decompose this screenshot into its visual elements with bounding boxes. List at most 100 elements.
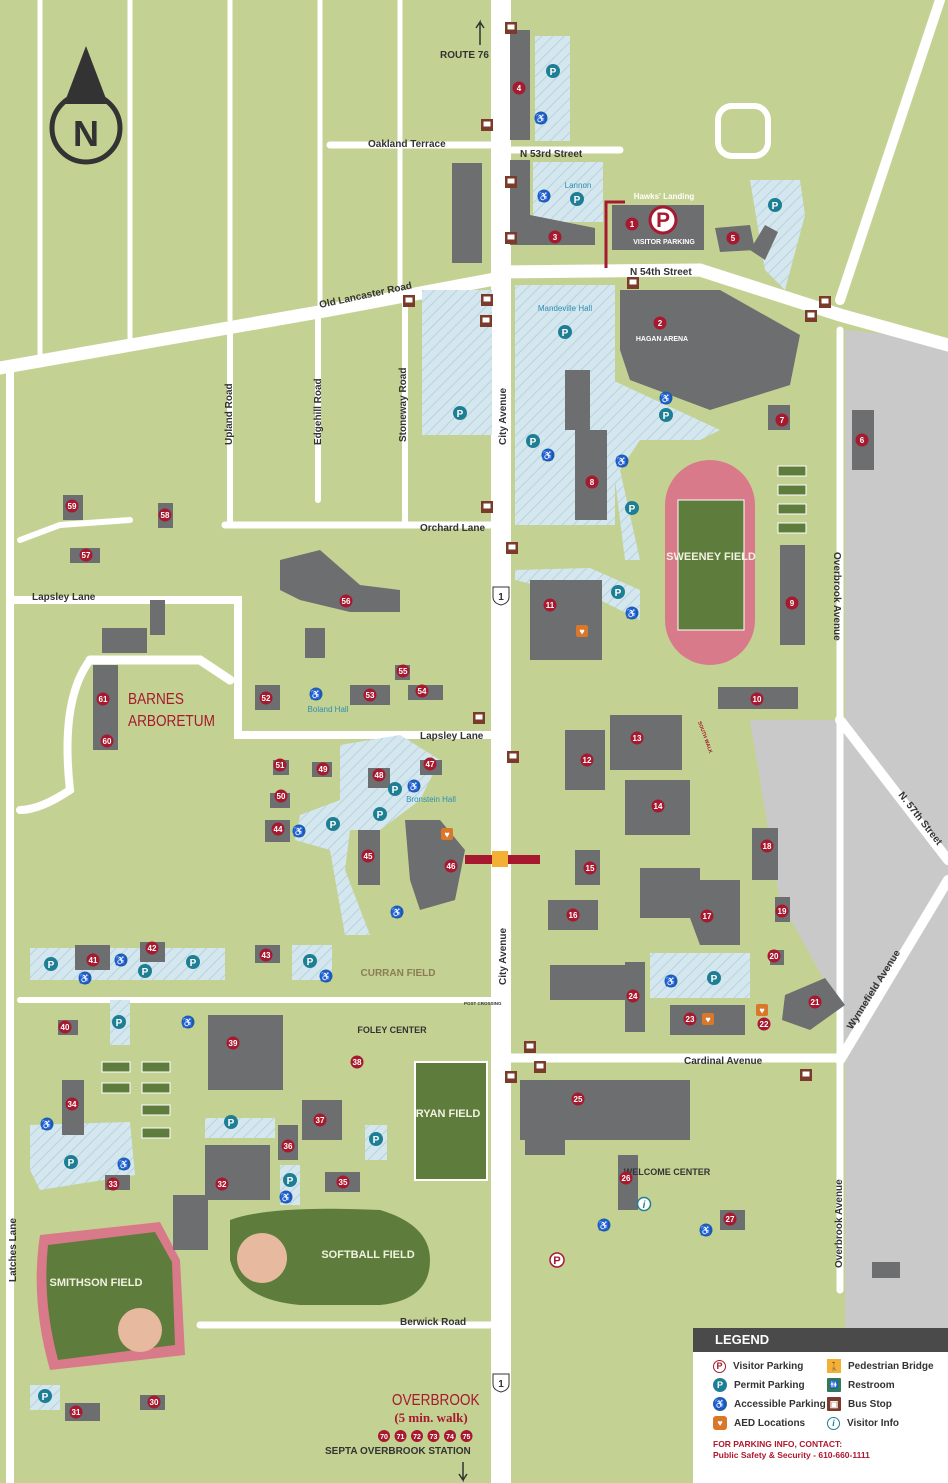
permit-parking-icon[interactable]: P — [570, 192, 584, 206]
accessible-parking-icon[interactable]: ♿ — [541, 448, 555, 462]
building-marker-17[interactable]: 17 — [700, 909, 714, 923]
permit-parking-icon[interactable]: P — [373, 807, 387, 821]
building-marker-11[interactable]: 11 — [543, 598, 557, 612]
building-marker-5[interactable]: 5 — [726, 231, 740, 245]
bus-stop-icon[interactable] — [505, 22, 517, 34]
building-marker-9[interactable]: 9 — [785, 596, 799, 610]
bus-stop-icon[interactable] — [505, 176, 517, 188]
building-marker-1[interactable]: 1 — [625, 217, 639, 231]
accessible-parking-icon[interactable]: ♿ — [181, 1015, 195, 1029]
permit-parking-icon[interactable]: P — [38, 1389, 52, 1403]
building-marker-50[interactable]: 50 — [274, 789, 288, 803]
accessible-parking-icon[interactable]: ♿ — [534, 111, 548, 125]
aed-icon[interactable]: ♥ — [756, 1004, 768, 1016]
building-marker-51[interactable]: 51 — [273, 758, 287, 772]
building-marker-10[interactable]: 10 — [750, 692, 764, 706]
building-marker-3[interactable]: 3 — [548, 230, 562, 244]
building-marker-40[interactable]: 40 — [58, 1020, 72, 1034]
overbrook-marker-72[interactable]: 72 — [411, 1430, 423, 1442]
permit-parking-icon[interactable]: P — [659, 408, 673, 422]
bus-stop-icon[interactable] — [819, 296, 831, 308]
accessible-parking-icon[interactable]: ♿ — [659, 391, 673, 405]
building-marker-36[interactable]: 36 — [281, 1139, 295, 1153]
building-marker-2[interactable]: 2 — [653, 316, 667, 330]
accessible-parking-icon[interactable]: ♿ — [407, 779, 421, 793]
permit-parking-icon[interactable]: P — [303, 954, 317, 968]
bus-stop-icon[interactable] — [481, 294, 493, 306]
building-marker-18[interactable]: 18 — [760, 839, 774, 853]
overbrook-marker-71[interactable]: 71 — [394, 1430, 407, 1442]
accessible-parking-icon[interactable]: ♿ — [615, 454, 629, 468]
visitor-parking-icon[interactable]: P — [648, 205, 678, 235]
permit-parking-icon[interactable]: P — [138, 964, 152, 978]
building-marker-19[interactable]: 19 — [775, 904, 789, 918]
permit-parking-icon[interactable]: P — [388, 782, 402, 796]
building-marker-7[interactable]: 7 — [775, 413, 789, 427]
accessible-parking-icon[interactable]: ♿ — [78, 971, 92, 985]
bus-stop-icon[interactable] — [481, 119, 493, 131]
building-marker-26[interactable]: 26 — [619, 1171, 633, 1185]
building-marker-33[interactable]: 33 — [106, 1177, 120, 1191]
building-marker-48[interactable]: 48 — [372, 768, 386, 782]
permit-parking-icon[interactable]: P — [283, 1173, 297, 1187]
building-marker-41[interactable]: 41 — [86, 953, 100, 967]
accessible-parking-icon[interactable]: ♿ — [279, 1190, 293, 1204]
bus-stop-icon[interactable] — [481, 501, 493, 513]
building-marker-59[interactable]: 59 — [65, 499, 79, 513]
building-marker-57[interactable]: 57 — [79, 548, 93, 562]
building-marker-38[interactable]: 38 — [350, 1055, 364, 1069]
permit-parking-icon[interactable]: P — [369, 1132, 383, 1146]
building-marker-54[interactable]: 54 — [415, 684, 429, 698]
accessible-parking-icon[interactable]: ♿ — [40, 1117, 54, 1131]
building-marker-6[interactable]: 6 — [855, 433, 869, 447]
bus-stop-icon[interactable] — [473, 712, 485, 724]
building-marker-44[interactable]: 44 — [271, 822, 285, 836]
building-marker-20[interactable]: 20 — [767, 949, 781, 963]
aed-icon[interactable]: ♥ — [576, 625, 588, 637]
permit-parking-icon[interactable]: P — [326, 817, 340, 831]
building-marker-35[interactable]: 35 — [336, 1175, 350, 1189]
building-marker-55[interactable]: 55 — [396, 664, 410, 678]
building-marker-12[interactable]: 12 — [580, 753, 594, 767]
bus-stop-icon[interactable] — [805, 310, 817, 322]
building-marker-22[interactable]: 22 — [757, 1017, 771, 1031]
building-marker-30[interactable]: 30 — [147, 1395, 161, 1409]
overbrook-marker-73[interactable]: 73 — [427, 1430, 440, 1442]
building-marker-23[interactable]: 23 — [683, 1012, 697, 1026]
overbrook-marker-70[interactable]: 70 — [378, 1430, 390, 1442]
permit-parking-icon[interactable]: P — [611, 585, 625, 599]
building-marker-34[interactable]: 34 — [65, 1097, 79, 1111]
building-marker-52[interactable]: 52 — [259, 691, 273, 705]
building-marker-45[interactable]: 45 — [361, 849, 375, 863]
bus-stop-icon[interactable] — [505, 232, 517, 244]
bus-stop-icon[interactable] — [524, 1041, 536, 1053]
permit-parking-icon[interactable]: P — [44, 957, 58, 971]
bus-stop-icon[interactable] — [507, 751, 519, 763]
building-marker-16[interactable]: 16 — [566, 908, 580, 922]
building-marker-46[interactable]: 46 — [444, 859, 458, 873]
bus-stop-icon[interactable] — [505, 1071, 517, 1083]
permit-parking-icon[interactable]: P — [453, 406, 467, 420]
building-marker-61[interactable]: 61 — [96, 692, 110, 706]
building-marker-42[interactable]: 42 — [145, 941, 159, 955]
bus-stop-icon[interactable] — [800, 1069, 812, 1081]
permit-parking-icon[interactable]: P — [546, 64, 560, 78]
aed-icon[interactable]: ♥ — [702, 1013, 714, 1025]
building-marker-56[interactable]: 56 — [339, 594, 353, 608]
aed-icon[interactable]: ♥ — [441, 828, 453, 840]
accessible-parking-icon[interactable]: ♿ — [664, 974, 678, 988]
overbrook-marker-75[interactable]: 75 — [460, 1430, 473, 1442]
bus-stop-icon[interactable] — [627, 277, 639, 289]
accessible-parking-icon[interactable]: ♿ — [117, 1157, 131, 1171]
bus-stop-icon[interactable] — [506, 542, 518, 554]
building-marker-24[interactable]: 24 — [626, 989, 640, 1003]
permit-parking-icon[interactable]: P — [526, 434, 540, 448]
building-marker-27[interactable]: 27 — [723, 1212, 737, 1226]
visitor-info-icon[interactable]: i — [636, 1196, 652, 1212]
building-marker-32[interactable]: 32 — [215, 1177, 229, 1191]
building-marker-47[interactable]: 47 — [423, 757, 437, 771]
building-marker-53[interactable]: 53 — [363, 688, 377, 702]
building-marker-31[interactable]: 31 — [69, 1405, 83, 1419]
building-marker-58[interactable]: 58 — [158, 508, 172, 522]
